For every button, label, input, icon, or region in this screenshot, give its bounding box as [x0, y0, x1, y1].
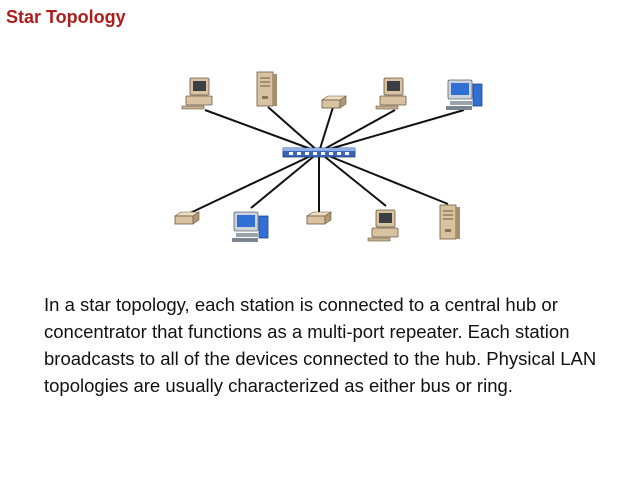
- hub-icon: [282, 147, 356, 158]
- cable-bottom-2: [250, 151, 320, 209]
- desktop-computer-icon: [181, 77, 213, 110]
- network-device-icon: [174, 211, 200, 225]
- desktop-computer-icon: [367, 209, 399, 242]
- star-topology-diagram: [174, 71, 483, 243]
- cable-top-5: [318, 109, 465, 153]
- desktop-computer-icon: [375, 77, 407, 110]
- cable-top-3: [318, 103, 335, 153]
- description-text: In a star topology, each station is conn…: [44, 294, 597, 396]
- cable-top-2: [267, 106, 320, 153]
- page-title: Star Topology: [6, 7, 126, 27]
- cable-links: [187, 103, 465, 215]
- blue-workstation-icon: [445, 79, 483, 111]
- cable-bottom-4: [318, 151, 387, 207]
- cable-bottom-5: [318, 151, 449, 205]
- cable-top-1: [204, 109, 320, 153]
- cable-top-4: [318, 109, 396, 153]
- server-tower-icon: [256, 71, 278, 107]
- network-device-icon: [321, 95, 347, 109]
- server-tower-icon: [439, 204, 461, 240]
- cable-bottom-1: [187, 151, 320, 215]
- network-device-icon: [306, 211, 332, 225]
- blue-workstation-icon: [231, 211, 269, 243]
